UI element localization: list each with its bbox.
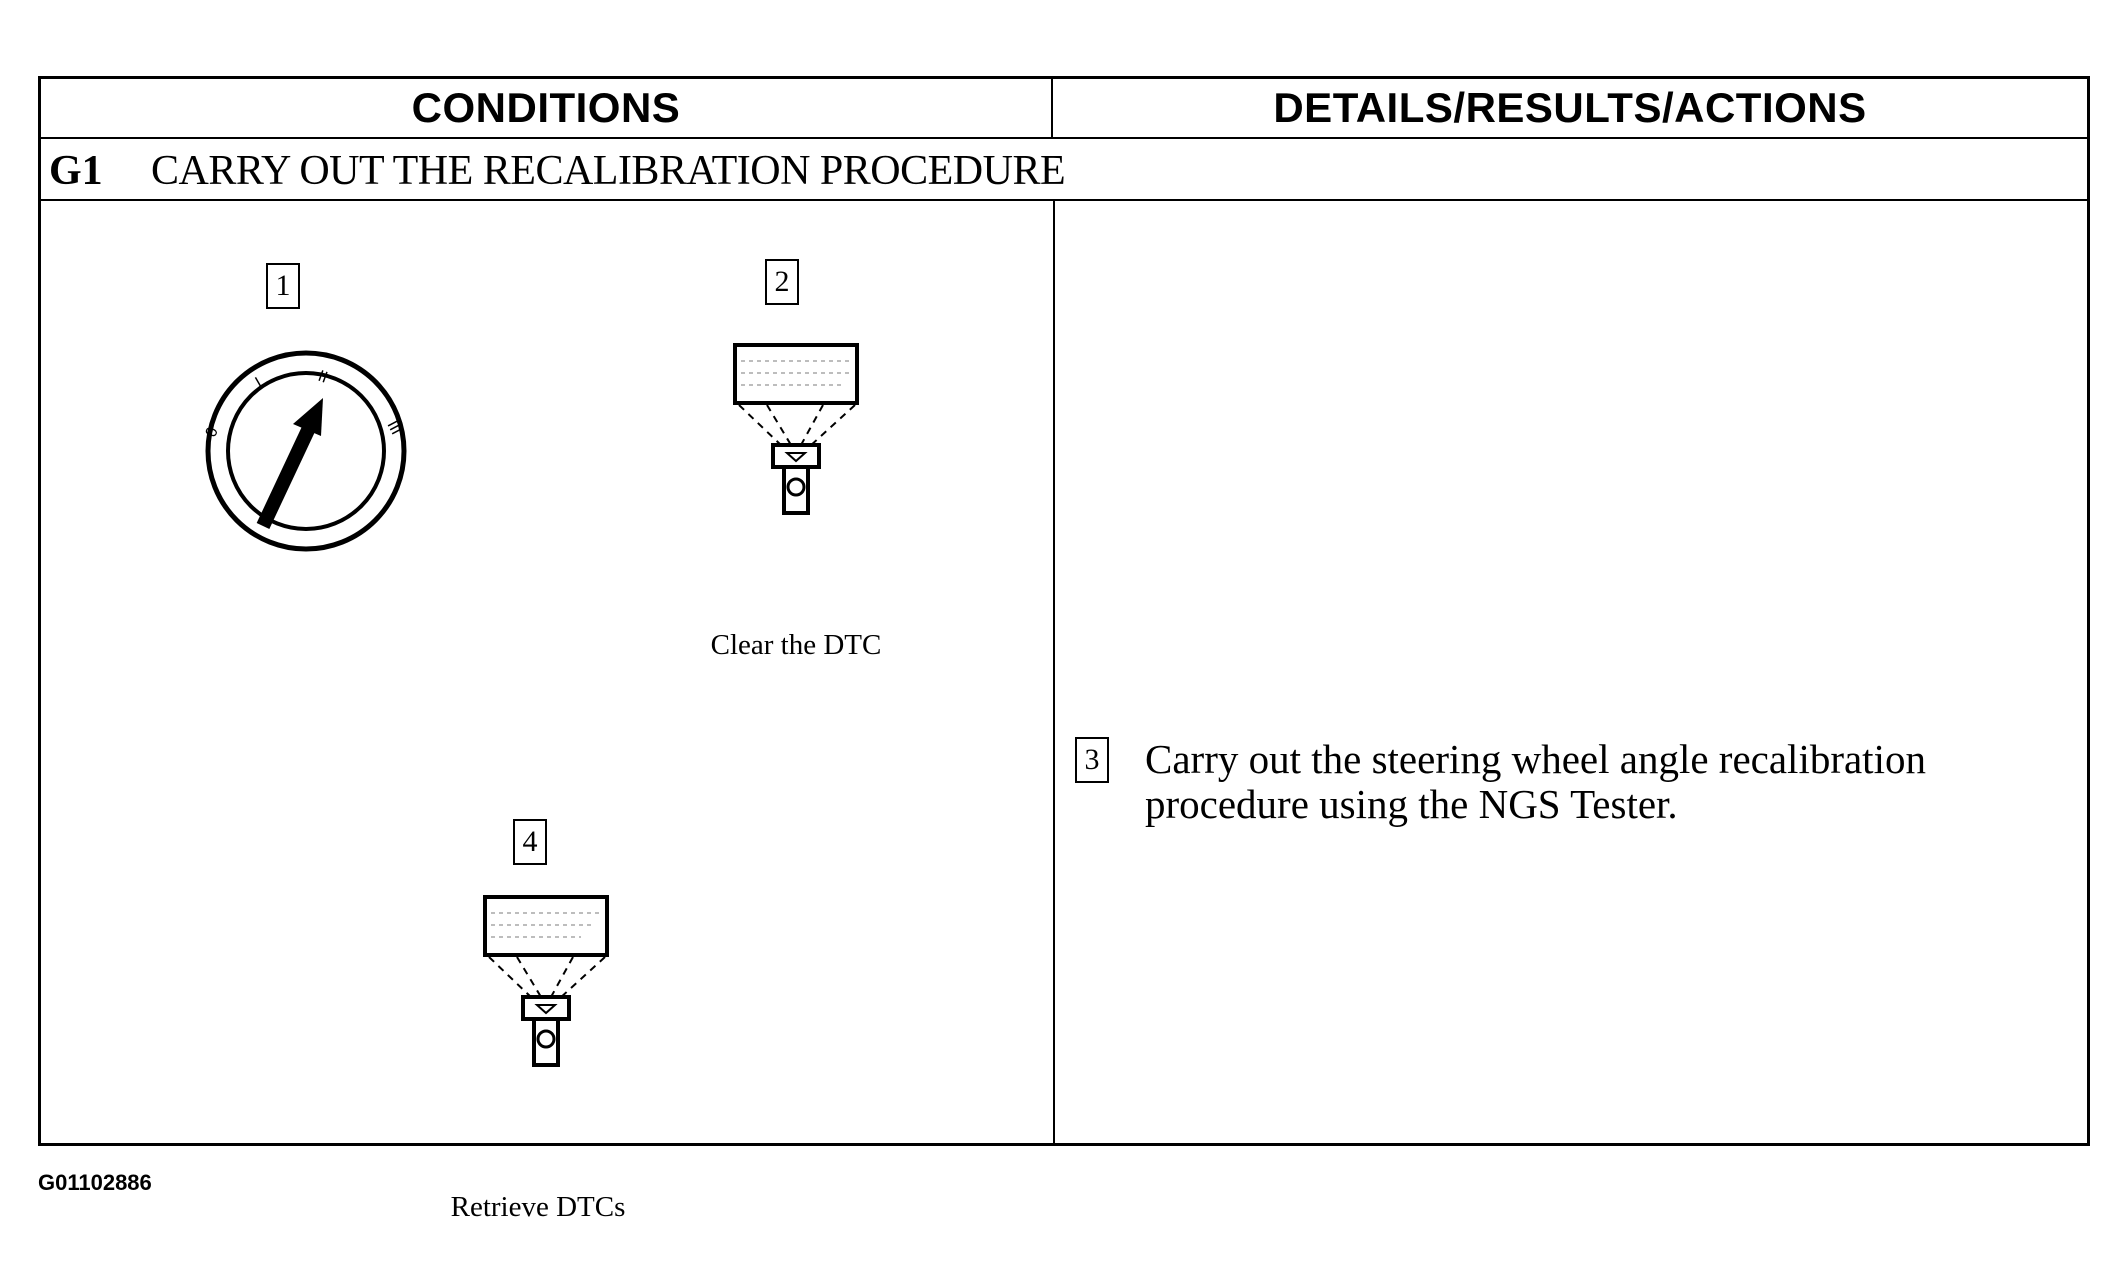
- header-divider: [1051, 79, 1053, 137]
- step-2-number-box: 2: [765, 259, 799, 305]
- step-1-number-box: 1: [266, 263, 300, 309]
- ngs-tester-icon: [733, 343, 859, 515]
- step-2-caption: Clear the DTC: [710, 629, 882, 661]
- step-4-caption: Retrieve DTCs: [450, 1191, 626, 1223]
- column-divider: [1053, 201, 1055, 1143]
- header-conditions: CONDITIONS: [411, 84, 681, 131]
- step-title: CARRY OUT THE RECALIBRATION PROCEDURE: [151, 148, 1066, 194]
- step-3-number-box: 3: [1075, 737, 1109, 783]
- ngs-tester-icon: [483, 895, 609, 1067]
- procedure-table: CONDITIONS DETAILS/RESULTS/ACTIONS G1 CA…: [38, 76, 2090, 1223]
- step-code: G1: [49, 148, 103, 194]
- step-row: G1 CARRY OUT THE RECALIBRATION PROCEDURE: [41, 139, 2087, 201]
- conditions-cell: 1 0 I II III 2: [41, 201, 1053, 1223]
- step-4-number-box: 4: [513, 819, 547, 865]
- actions-cell: 3 Carry out the steering wheel angle rec…: [1055, 201, 2087, 1143]
- figure-id: G01102886: [38, 1170, 152, 1195]
- step-3-instruction: Carry out the steering wheel angle recal…: [1145, 736, 1926, 827]
- header-details-results-actions: DETAILS/RESULTS/ACTIONS: [1273, 84, 1867, 131]
- table-header: CONDITIONS DETAILS/RESULTS/ACTIONS: [41, 79, 2087, 139]
- ignition-switch-icon: 0 I II III: [203, 350, 407, 552]
